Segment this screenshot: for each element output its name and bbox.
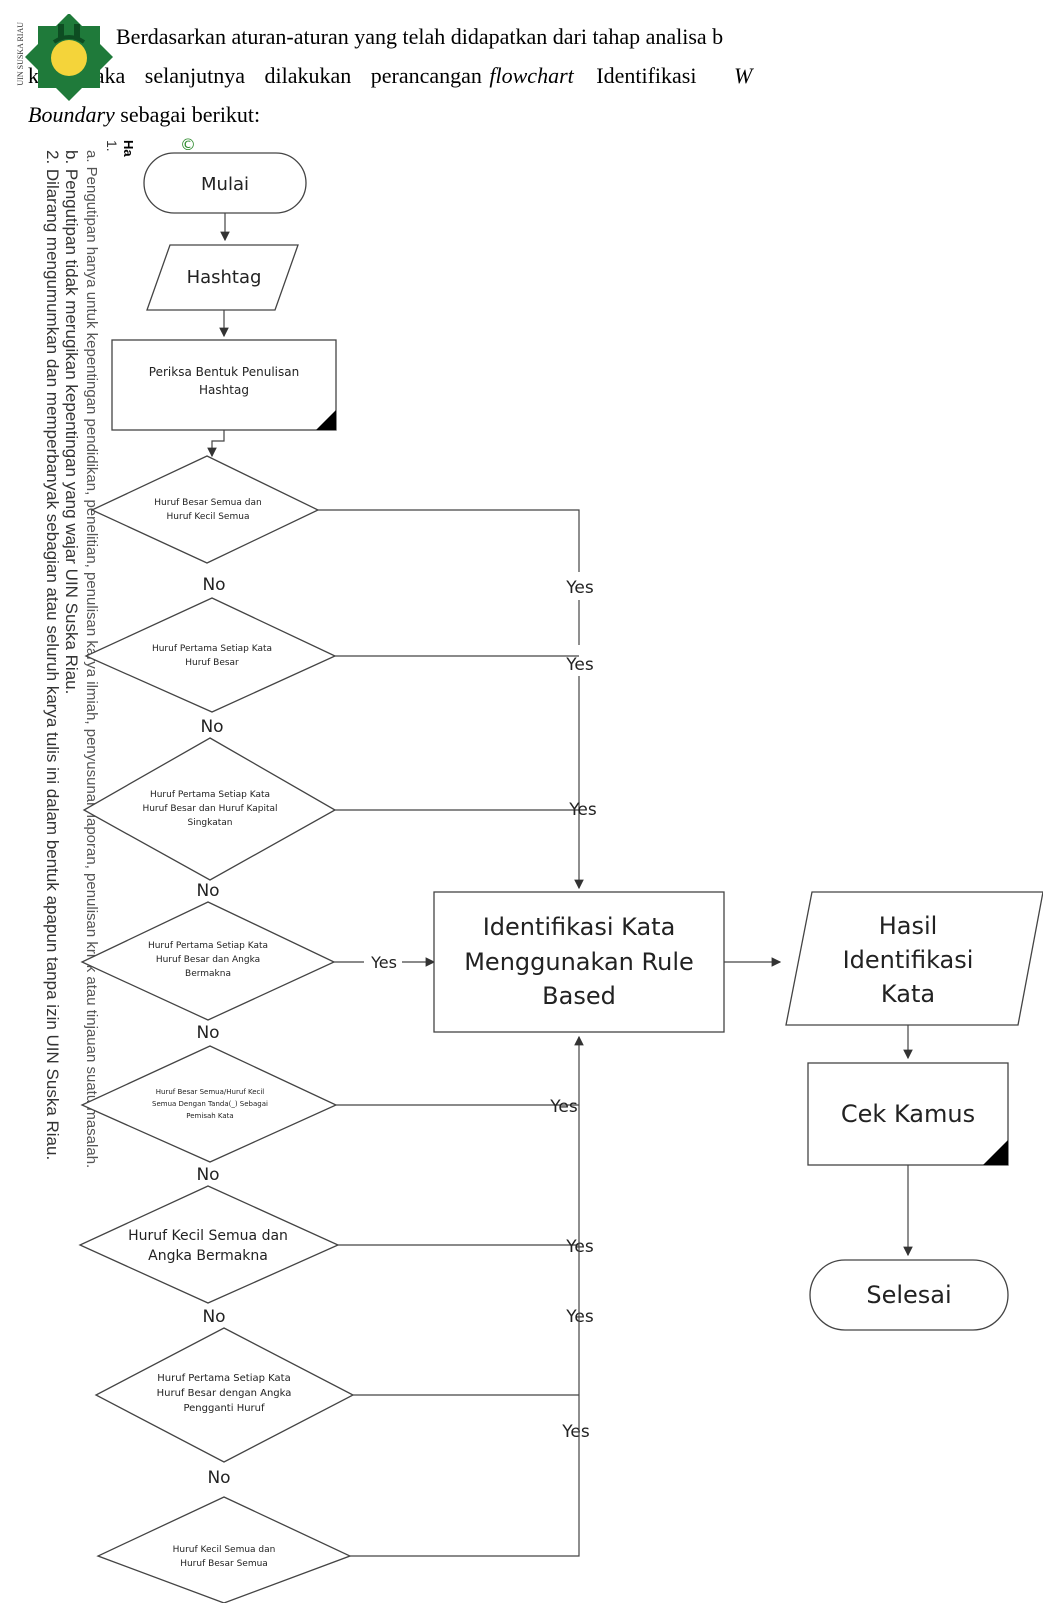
- decision-6-line-1: Huruf Kecil Semua dan: [128, 1228, 288, 1244]
- decision-7-line-2: Huruf Besar dengan Angka: [157, 1388, 292, 1399]
- decision-6: Huruf Kecil Semua dan Angka Bermakna: [78, 1185, 340, 1304]
- start-label: Mulai: [201, 174, 249, 195]
- paragraph-italic-flowchart: flowchart: [489, 63, 574, 88]
- paragraph-italic-boundary: Boundary: [28, 102, 115, 127]
- yes-label-3: Yes: [568, 800, 597, 820]
- process1-line-1: Periksa Bentuk Penulisan: [149, 365, 299, 379]
- main-process-line-1: Identifikasi Kata: [483, 913, 676, 941]
- process1-line-2: Hashtag: [199, 383, 249, 397]
- no-label-4: No: [196, 1023, 219, 1043]
- no-label-7: No: [207, 1468, 230, 1488]
- paragraph-line-1: Berdasarkan aturan-aturan yang telah did…: [116, 22, 723, 52]
- paragraph-line-1-text: Berdasarkan aturan-aturan yang telah did…: [116, 24, 724, 49]
- decision-3-line-3: Singkatan: [188, 818, 233, 828]
- decision-4: Huruf Pertama Setiap Kata Huruf Besar da…: [80, 901, 336, 1021]
- decision-1-line-2: Huruf Kecil Semua: [167, 512, 250, 522]
- yes-label-8: Yes: [561, 1422, 590, 1442]
- decision-5-line-3: Pemisah Kata: [186, 1112, 233, 1120]
- paragraph-line-3: Boundary sebagai berikut:: [28, 100, 260, 130]
- decision-8: Huruf Kecil Semua dan Huruf Besar Semua: [96, 1496, 352, 1603]
- yes-label-1: Yes: [565, 578, 594, 598]
- output-line-1: Hasil: [879, 912, 938, 940]
- decision-2-line-2: Huruf Besar: [185, 658, 239, 668]
- no-label-5: No: [196, 1165, 219, 1185]
- decision-3-line-1: Huruf Pertama Setiap Kata: [150, 790, 270, 800]
- paragraph-text: maka selanjutnya dilakukan perancangan: [77, 63, 482, 88]
- decision-7-line-1: Huruf Pertama Setiap Kata: [157, 1373, 290, 1384]
- paragraph-text-identifikasi: Identifikasi: [596, 63, 697, 88]
- paragraph-italic-w: W: [733, 63, 753, 88]
- paragraph-text-sebagai: sebagai berikut:: [120, 102, 261, 127]
- process-identifikasi: Identifikasi Kata Menggunakan Rule Based: [433, 891, 725, 1033]
- process-cek-kamus: Cek Kamus: [807, 1062, 1009, 1166]
- no-label-6: No: [202, 1307, 225, 1327]
- decision-2: Huruf Pertama Setiap Kata Huruf Besar: [84, 597, 337, 713]
- main-process-line-3: Based: [542, 982, 616, 1010]
- yes-label-2: Yes: [565, 655, 594, 675]
- university-logo: UIN SUSKA RIAU: [14, 13, 124, 104]
- decision-4-line-3: Bermakna: [185, 969, 231, 979]
- check-label: Cek Kamus: [841, 1100, 975, 1128]
- no-label-1: No: [202, 575, 225, 595]
- yes-label-4: Yes: [370, 953, 397, 972]
- decision-7-line-3: Pengganti Huruf: [183, 1403, 265, 1414]
- input-label: Hashtag: [187, 267, 262, 288]
- decision-4-line-1: Huruf Pertama Setiap Kata: [148, 941, 268, 951]
- decision-4-line-2: Huruf Besar dan Angka: [156, 955, 260, 965]
- decision-8-line-2: Huruf Besar Semua: [180, 1559, 268, 1569]
- decision-7: Huruf Pertama Setiap Kata Huruf Besar de…: [94, 1327, 355, 1463]
- decision-1: Huruf Besar Semua dan Huruf Kecil Semua: [90, 455, 320, 564]
- decision-3: Huruf Pertama Setiap Kata Huruf Besar da…: [82, 737, 337, 881]
- decision-8-line-1: Huruf Kecil Semua dan: [173, 1545, 276, 1555]
- input-hashtag: Hashtag: [146, 244, 299, 311]
- decision-5-line-1: Huruf Besar Semua/Huruf Kecil: [156, 1088, 265, 1096]
- process-periksa: Periksa Bentuk Penulisan Hashtag: [111, 339, 337, 431]
- decision-1-line-1: Huruf Besar Semua dan: [154, 498, 261, 508]
- yes-label-5: Yes: [549, 1097, 578, 1117]
- decision-3-line-2: Huruf Besar dan Huruf Kapital: [142, 804, 277, 814]
- no-label-3: No: [196, 881, 219, 901]
- decision-5: Huruf Besar Semua/Huruf Kecil Semua Deng…: [80, 1045, 338, 1163]
- decision-5-line-2: Semua Dengan Tanda(_) Sebagai: [152, 1100, 268, 1108]
- output-hasil: Hasil Identifikasi Kata: [785, 891, 1043, 1026]
- output-line-2: Identifikasi: [843, 946, 974, 974]
- logo-emblem-icon: [25, 13, 113, 101]
- decision-2-line-1: Huruf Pertama Setiap Kata: [152, 644, 272, 654]
- end-terminator: Selesai: [809, 1259, 1009, 1331]
- decision-6-line-2: Angka Bermakna: [148, 1248, 268, 1264]
- end-label: Selesai: [866, 1281, 951, 1309]
- no-label-2: No: [200, 717, 223, 737]
- main-process-line-2: Menggunakan Rule: [464, 948, 694, 976]
- output-line-3: Kata: [881, 980, 935, 1008]
- start-terminator: Mulai: [143, 152, 307, 214]
- copyright-icon: ©: [180, 135, 196, 154]
